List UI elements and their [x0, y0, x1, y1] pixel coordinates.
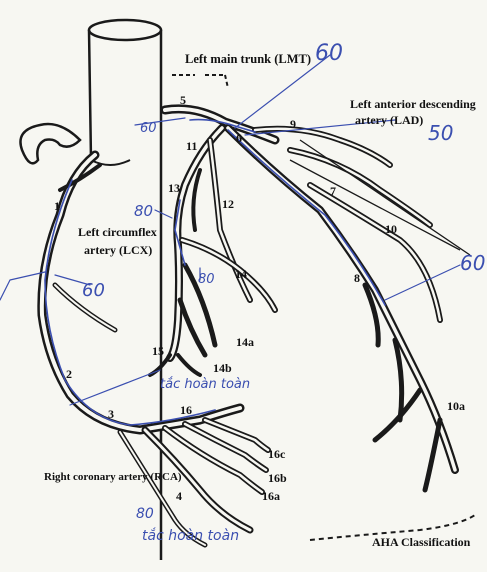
- handwritten-80-segment14: 80: [198, 272, 215, 287]
- handwritten-50-lad: 50: [428, 121, 453, 145]
- segment-11: 11: [186, 139, 197, 153]
- segment-14: 14: [235, 267, 247, 281]
- handwritten-60-lmt: 60: [315, 41, 343, 66]
- handwritten-60-left: 60: [82, 280, 105, 301]
- segment-10: 10: [385, 222, 397, 236]
- left-coronary-vessels: [150, 75, 475, 540]
- segment-8: 8: [354, 271, 360, 285]
- handwritten-60-top: 60: [140, 121, 157, 136]
- segment-3: 3: [108, 407, 114, 421]
- segment-7: 7: [330, 184, 336, 198]
- lmt-label: Left main trunk (LMT): [185, 52, 311, 66]
- handwritten-80-rca: 80: [136, 506, 154, 522]
- segment-13: 13: [168, 181, 180, 195]
- segment-9: 9: [290, 117, 296, 131]
- lad-label-line2: artery (LAD): [355, 113, 423, 127]
- segment-5: 5: [180, 93, 186, 107]
- handwritten-note-mid: tắc hoàn toàn: [160, 377, 250, 392]
- segment-16: 16: [180, 403, 192, 417]
- segment-16c: 16c: [268, 447, 286, 461]
- segment-15: 15: [152, 344, 164, 358]
- segment-16a: 16a: [262, 489, 280, 503]
- lad-label-line1: Left anterior descending: [350, 97, 476, 111]
- handwritten-60-right: 60: [460, 251, 485, 275]
- rca-label: Right coronary artery (RCA): [44, 471, 182, 483]
- aha-classification-label: AHA Classification: [372, 535, 471, 549]
- segment-12: 12: [222, 197, 234, 211]
- segment-4: 4: [176, 489, 182, 503]
- segment-6: 6: [236, 131, 242, 145]
- handwritten-80-lcx: 80: [134, 202, 153, 220]
- segment-14a: 14a: [236, 335, 254, 349]
- segment-14b: 14b: [213, 361, 232, 375]
- segment-16b: 16b: [268, 471, 287, 485]
- segment-2: 2: [66, 367, 72, 381]
- segment-10a: 10a: [447, 399, 465, 413]
- handwritten-note-bottom: tắc hoàn toàn: [142, 527, 239, 544]
- lcx-label-line1: Left circumflex: [78, 225, 157, 239]
- lcx-label-line2: artery (LCX): [84, 243, 152, 257]
- segment-1: 1: [54, 199, 60, 213]
